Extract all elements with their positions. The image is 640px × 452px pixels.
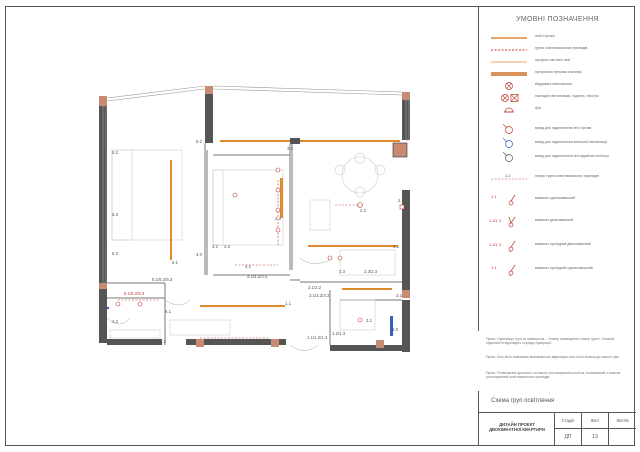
legend-item: профільна трекова система xyxy=(479,68,636,80)
label-2-3-combo: 2.3/2.3 xyxy=(364,269,378,274)
svg-text:1.2/1.3: 1.2/1.3 xyxy=(489,218,502,223)
label-5-2: 5.2 xyxy=(112,150,119,155)
legend-item: 1.1 вимикач одноклавішний xyxy=(479,194,636,206)
sheet-value: 13 xyxy=(582,429,609,446)
fixtures xyxy=(115,142,408,323)
furniture xyxy=(109,149,396,339)
label-3-1: 3.1 xyxy=(366,318,373,323)
project-name: ДИЗАЙН ПРОЕКТ ДВОКІМНАТНОЇ КВАРТИРИ xyxy=(479,413,555,446)
window-frames xyxy=(99,86,410,348)
legend-item: 1.1 вимикач прохідний одноклавішний xyxy=(479,264,636,276)
group-lines xyxy=(118,180,360,339)
legend-item: група освітлювальних приладів xyxy=(479,44,636,56)
label-1-1: 1.1 xyxy=(285,301,292,306)
label-3-0: 3.0 xyxy=(392,327,399,332)
sheets-header: Листів xyxy=(609,413,636,429)
legend-item: накладні світильники, підвісні, люстри xyxy=(479,92,636,104)
stage-value: ДП xyxy=(555,429,582,446)
label-4-1b: 4.1 xyxy=(165,309,172,314)
stage-header: Стадія xyxy=(555,413,582,429)
label-4-2c: 4.2 xyxy=(112,319,119,324)
crossed-square-icon xyxy=(501,94,519,102)
title-block: Схема груп освітлення ДИЗАЙН ПРОЕКТ ДВОК… xyxy=(478,391,636,446)
plan-labels: 5.2 5.3 5.3 5.1 5.1/5.2/5.3 5.2 4.2 4.2 … xyxy=(112,139,405,352)
label-1-1-combo: 1.1/1.2/1.3 xyxy=(307,335,328,340)
legend-item: вбудовані світильники xyxy=(479,80,636,92)
notes-block: Прим.: Нумерація груп за принципом – "но… xyxy=(478,331,635,391)
legend-item: лінії стрічка xyxy=(479,32,636,44)
label-2-2b: 2.2 xyxy=(398,198,405,203)
legend-item: бра xyxy=(479,104,636,116)
note-2: Прим.: Кіль-кість вимикачів визначається… xyxy=(486,355,621,359)
red-dashed-line-icon xyxy=(491,49,527,51)
label-2-1: 2.1 xyxy=(393,244,400,249)
note-3: Прим.: Розміщення кухонного та іншого ро… xyxy=(486,371,621,380)
sheet-title: Схема груп освітлення xyxy=(479,391,636,413)
group-number-icon: 1.2 xyxy=(491,173,527,180)
label-5-1: 5.1 xyxy=(172,260,179,265)
label-1-2d: 1.2 xyxy=(398,347,405,352)
label-1-2c: 1.2 xyxy=(160,339,167,344)
outlet-markers xyxy=(106,306,394,336)
wall-lamp-icon xyxy=(504,107,514,113)
legend-item: 1.2 номер групи освітлювальних приладів xyxy=(479,172,636,184)
label-4-0: 4.0 xyxy=(196,252,203,257)
label-2-2: 2.2 xyxy=(360,208,367,213)
legend-item: 1.2/1.3 вимикач двоклавішний xyxy=(479,216,636,228)
label-6-1-combo: 6.1/5.2/5.3 xyxy=(124,291,145,296)
legend-item: вивід для підключення led підсвітки плін… xyxy=(479,152,636,164)
legend-panel: УМОВНІ ПОЗНАЧЕННЯ лінії стрічка група ос… xyxy=(478,6,636,331)
label-1-2b: 1.2 xyxy=(243,339,250,344)
label-5-1-combo: 5.1/5.2/5.3 xyxy=(152,277,173,282)
legend-item: 1.2/1.3 вимикач прохідний двоклавішний xyxy=(479,240,636,252)
note-1: Прим.: Нумерація груп за принципом – "но… xyxy=(486,337,615,346)
double-switch-icon: 1.2/1.3 xyxy=(489,216,516,228)
label-5-2b: 5.2 xyxy=(196,139,203,144)
label-3-2: 3.2 xyxy=(287,146,294,151)
label-5-3: 5.3 xyxy=(112,212,119,217)
svg-text:1.2/1.3: 1.2/1.3 xyxy=(489,242,502,247)
pass-single-switch-icon: 1.1 xyxy=(491,264,516,276)
label-1-2-combo: 1.2/1.3 xyxy=(332,331,346,336)
label-3-1-combo: 3.1/3.2/3.3 xyxy=(309,293,330,298)
label-4-2a: 4.2 xyxy=(212,244,219,249)
orange-thin-line-icon xyxy=(491,61,527,63)
legend-item: вивід для підключення led стрічки xyxy=(479,124,636,136)
orange-line-icon xyxy=(491,37,527,39)
label-2-1-combo: 2.1/2.2 xyxy=(308,285,322,290)
legend-item: вивід для підключення витяжної вентиляці… xyxy=(479,138,636,150)
plinth-outlet-icon xyxy=(502,152,513,162)
led-outlet-icon xyxy=(502,124,513,134)
label-4-2b: 4.2 xyxy=(224,244,231,249)
single-switch-icon: 1.1 xyxy=(491,194,516,206)
label-4-1: 4.1 xyxy=(245,264,252,269)
led-strips xyxy=(170,140,400,307)
crossed-circle-icon xyxy=(505,82,513,90)
orange-thick-bar-icon xyxy=(491,72,527,76)
legend-item: профіль світової лінії xyxy=(479,56,636,68)
label-1-2: 1.2 xyxy=(205,339,212,344)
label-5-3b: 5.3 xyxy=(112,251,119,256)
label-3-2b: 3.2 xyxy=(396,293,403,298)
drawing-sheet xyxy=(5,6,635,446)
vent-outlet-icon xyxy=(502,138,513,148)
svg-text:1.1: 1.1 xyxy=(491,194,497,199)
label-4-1-combo: 4.1/4.2/4.3 xyxy=(247,274,268,279)
label-2-3: 2.3 xyxy=(339,269,346,274)
window-glass xyxy=(102,85,410,284)
svg-text:1.2: 1.2 xyxy=(505,173,511,178)
label-4-3: 4.3 xyxy=(275,216,282,221)
legend-title: УМОВНІ ПОЗНАЧЕННЯ xyxy=(516,16,599,23)
sheet-header: Лист xyxy=(582,413,609,429)
door-arcs xyxy=(106,257,331,351)
walls xyxy=(99,93,410,352)
pass-double-switch-icon: 1.2/1.3 xyxy=(489,240,516,252)
interior-walls xyxy=(107,143,402,345)
sheets-value xyxy=(609,429,636,446)
svg-text:1.1: 1.1 xyxy=(491,265,497,270)
floor-plan: 5.2 5.3 5.3 5.1 5.1/5.2/5.3 5.2 4.2 4.2 … xyxy=(99,85,410,352)
